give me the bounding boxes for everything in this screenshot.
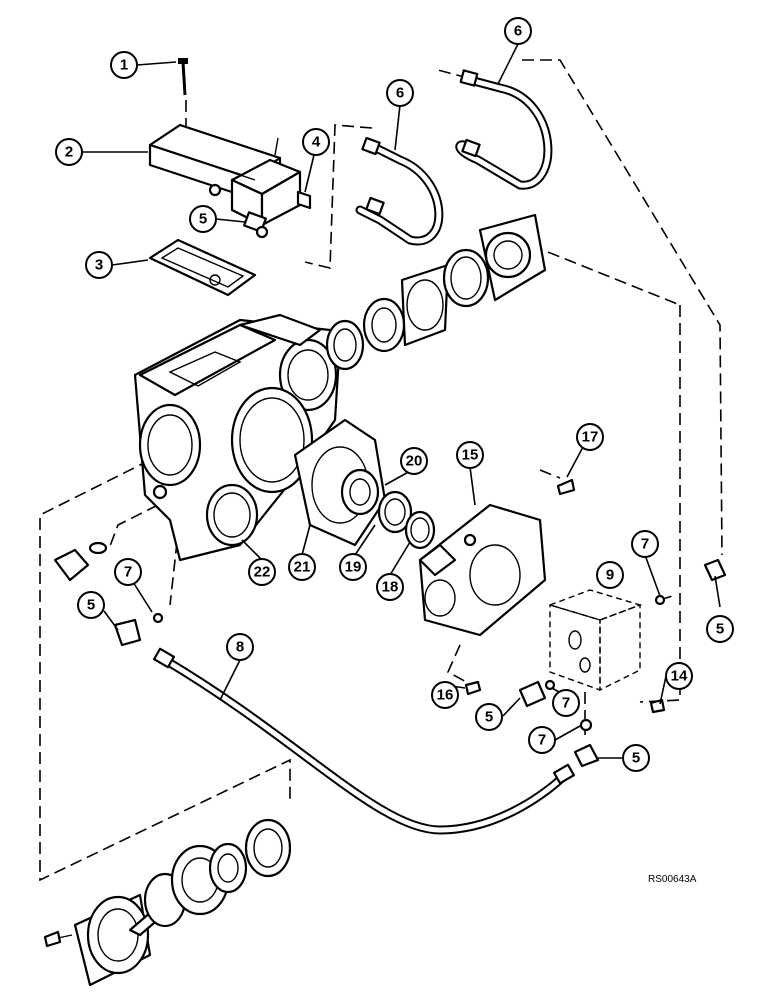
svg-text:22: 22: [254, 564, 271, 581]
valve-fittings: [178, 58, 312, 239]
callout-14: 14: [665, 662, 693, 690]
reference-code: RS00643A: [648, 874, 697, 885]
svg-text:4: 4: [312, 134, 321, 151]
svg-text:18: 18: [382, 579, 399, 596]
elbow-fittings: [113, 558, 727, 768]
svg-text:5: 5: [485, 709, 493, 726]
svg-text:5: 5: [87, 597, 95, 614]
callout-5-valve: 5: [189, 205, 217, 233]
svg-text:21: 21: [294, 559, 311, 576]
svg-text:6: 6: [514, 23, 522, 40]
callout-5-left: 5: [77, 591, 105, 619]
callout-6-lower: 6: [386, 79, 414, 107]
lower-axle-components: [73, 818, 292, 987]
pump-bearing-set: [340, 468, 436, 550]
callout-7-right: 7: [631, 530, 659, 558]
svg-text:5: 5: [716, 621, 724, 638]
upper-bearing-set: [325, 213, 547, 371]
lower-hose: [152, 647, 576, 835]
svg-text:1: 1: [120, 57, 128, 74]
svg-text:14: 14: [671, 668, 688, 685]
callout-22: 22: [248, 558, 276, 586]
svg-text:2: 2: [65, 144, 73, 161]
svg-text:15: 15: [462, 447, 479, 464]
svg-text:5: 5: [632, 750, 640, 767]
callout-8: 8: [226, 633, 254, 661]
hose-assembly-upper: [355, 69, 553, 246]
callout-19: 19: [339, 553, 367, 581]
svg-text:16: 16: [437, 687, 454, 704]
control-valve-block: [148, 123, 302, 227]
callout-1: 2: [55, 138, 83, 166]
callout-5-lower: 5: [475, 703, 503, 731]
callout-7-lower-b: 7: [528, 726, 556, 754]
callout-5-bottom: 5: [622, 744, 650, 772]
callout-15: 15: [456, 441, 484, 469]
svg-text:7: 7: [641, 536, 649, 553]
callout-4: 4: [302, 128, 330, 156]
bolts: [43, 478, 666, 948]
svg-text:9: 9: [606, 567, 614, 584]
svg-text:7: 7: [124, 564, 132, 581]
valve-gasket: [148, 238, 257, 297]
svg-text:19: 19: [345, 559, 362, 576]
drain-plug: [53, 541, 108, 582]
svg-text:8: 8: [236, 639, 244, 656]
callout-3: 1: [110, 51, 138, 79]
callout-7-left: 7: [114, 558, 142, 586]
callout-20: 20: [400, 447, 428, 475]
callout-5-far-right: 5: [706, 615, 734, 643]
svg-text:20: 20: [406, 453, 423, 470]
svg-text:17: 17: [582, 429, 599, 446]
transmission-housing: [133, 313, 342, 562]
callout-16: 16: [431, 681, 459, 709]
callout-21: 21: [288, 553, 316, 581]
svg-text:3: 3: [95, 257, 103, 274]
svg-text:7: 7: [562, 695, 570, 712]
manifold-valve-body: [547, 589, 643, 692]
callout-9: 9: [596, 561, 624, 589]
callout-leaders: [82, 43, 721, 759]
svg-text:7: 7: [538, 732, 546, 749]
svg-text:6: 6: [396, 85, 404, 102]
callout-17: 17: [576, 423, 604, 451]
hydraulic-pump: [418, 503, 547, 637]
callout-18: 18: [376, 573, 404, 601]
svg-text:5: 5: [199, 211, 207, 228]
callout-2: 3: [85, 251, 113, 279]
callout-6-upper: 6: [504, 17, 532, 45]
callout-7-lower-a: 7: [552, 689, 580, 717]
